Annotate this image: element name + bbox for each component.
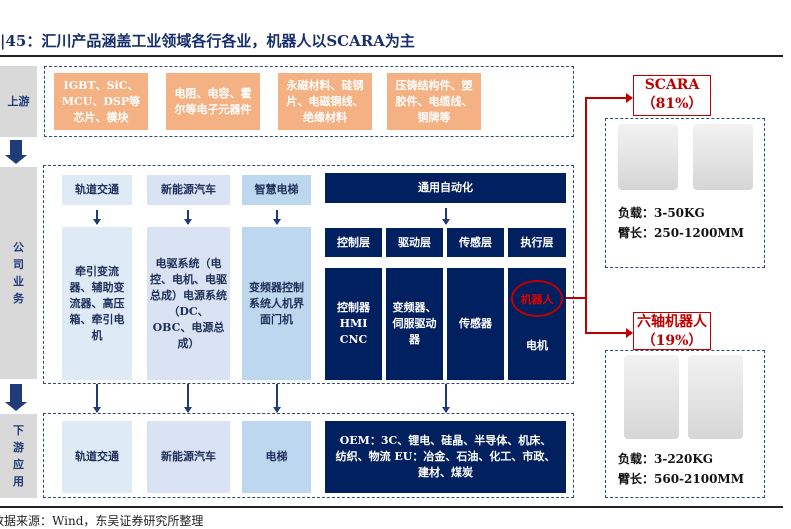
drive-products: 变频器、伺服驱动器 xyxy=(386,268,443,380)
connector xyxy=(566,297,586,299)
layer-control: 控制层 xyxy=(325,228,382,257)
scara-robot-image xyxy=(693,124,753,190)
arrow xyxy=(184,384,192,413)
connector xyxy=(585,97,627,99)
downstream-automation: OEM：3C、锂电、硅晶、半导体、机床、纺织、物流 EU：冶金、石油、化工、市政… xyxy=(325,421,566,493)
header-automation: 通用自动化 xyxy=(325,173,566,203)
rail-products: 牵引变流器、辅助变流器、高压箱、牵引电机 xyxy=(62,227,132,380)
arrow xyxy=(442,208,450,225)
row-label-upstream: 上游 xyxy=(0,66,37,137)
scara-load: 负载：3-50KG xyxy=(618,206,705,220)
downstream-elevator: 电梯 xyxy=(242,421,311,493)
six-axis-robot-image xyxy=(688,355,743,439)
source-note: 数据来源：Wind，东吴证券研究所整理 xyxy=(0,514,204,528)
scara-panel xyxy=(605,118,765,268)
scara-label: SCARA（81%） xyxy=(633,75,711,116)
scara-arm: 臂长：250-1200MM xyxy=(618,226,744,240)
arrow xyxy=(184,210,192,225)
layer-sensing: 传感层 xyxy=(447,228,504,257)
control-products: 控制器 HMI CNC xyxy=(325,268,382,380)
arrow xyxy=(93,210,101,225)
six-axis-load: 负载：3-220KG xyxy=(618,452,714,466)
bottom-divider xyxy=(0,506,783,508)
upstream-structural: 压铸结构件、塑胶件、电缆线、铜牌等 xyxy=(387,73,481,130)
six-axis-label: 六轴机器人（19%） xyxy=(633,312,711,350)
upstream-electronics: 电阻、电容、霍尔等电子元器件 xyxy=(166,73,260,130)
header-rail: 轨道交通 xyxy=(62,175,132,205)
arrowhead xyxy=(626,328,633,338)
upstream-group xyxy=(44,66,574,137)
elevator-products: 变频器控制系统人机界面门机 xyxy=(242,227,311,380)
down-arrow-2 xyxy=(5,384,27,411)
downstream-rail: 轨道交通 xyxy=(62,421,132,493)
arrow xyxy=(442,384,450,413)
downstream-group xyxy=(43,413,574,498)
layer-drive: 驱动层 xyxy=(386,228,443,257)
downstream-nev: 新能源汽车 xyxy=(147,421,230,493)
connector xyxy=(585,332,627,334)
arrow xyxy=(93,384,101,413)
arrowhead xyxy=(626,93,633,103)
sensing-products: 传感器 xyxy=(447,268,504,380)
upstream-chips: IGBT、SiC、MCU、DSP等芯片、模块 xyxy=(54,73,148,130)
six-axis-arm: 臂长：560-2100MM xyxy=(618,472,744,486)
row-label-company: 公司业务 xyxy=(0,167,37,379)
down-arrow-1 xyxy=(5,140,27,164)
arrow xyxy=(273,384,281,413)
connector xyxy=(585,97,587,334)
six-axis-panel xyxy=(605,350,765,498)
company-group xyxy=(43,165,574,384)
six-axis-robot-image xyxy=(624,355,679,439)
figure-title: |45：汇川产品涵盖工业领域各行各业，机器人以SCARA为主 xyxy=(0,32,415,50)
layer-execution: 执行层 xyxy=(508,228,566,257)
arrow xyxy=(273,210,281,225)
title-divider xyxy=(0,55,783,57)
scara-robot-image xyxy=(618,124,678,190)
robot-highlight: 机器人 xyxy=(511,280,563,317)
header-elevator: 智慧电梯 xyxy=(242,175,311,205)
header-nev: 新能源汽车 xyxy=(147,175,230,205)
row-label-downstream: 下游应用 xyxy=(0,414,37,498)
nev-products: 电驱系统（电控、电机、电驱总成）电源系统（DC、OBC、电源总成） xyxy=(147,227,230,380)
upstream-materials: 永磁材料、硅钢片、电磁铜线、绝缘材料 xyxy=(278,73,372,130)
